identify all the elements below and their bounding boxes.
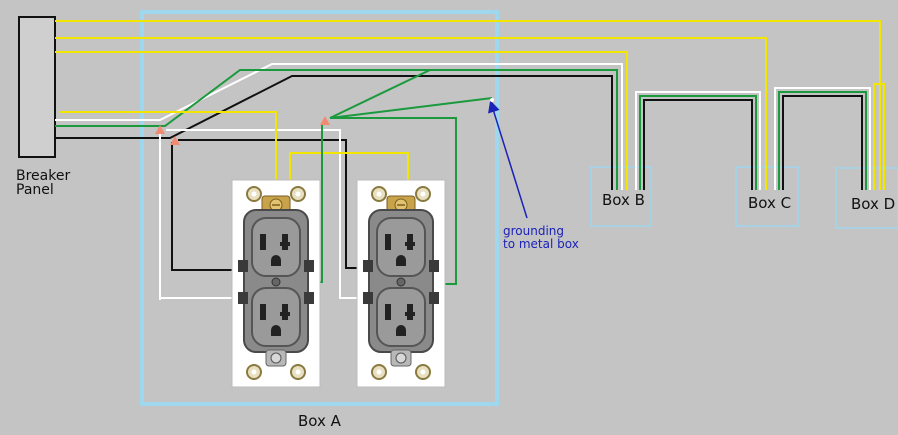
box-d-label: Box D <box>851 195 895 213</box>
breaker-panel-label: Breaker <box>16 168 70 184</box>
box-a-wiring <box>60 69 493 300</box>
junction-marker-icon <box>320 116 330 125</box>
breaker-panel-icon <box>18 16 56 158</box>
breaker-panel-label: Panel <box>16 182 54 198</box>
box-a-outline <box>140 10 499 406</box>
box-c-label: Box C <box>748 194 791 212</box>
duplex-outlet-icon <box>231 179 321 388</box>
grounding-label: grounding <box>503 224 564 238</box>
feeder-wires <box>55 20 881 190</box>
grounding-label: to metal box <box>503 237 579 251</box>
annotation-arrow-icon <box>488 100 528 219</box>
junction-marker-icon <box>155 125 165 134</box>
box-b-label: Box B <box>602 191 645 209</box>
grounding-point <box>490 98 494 102</box>
junction-marker-icon <box>170 136 180 145</box>
duplex-outlet-icon <box>356 179 446 388</box>
jumper-wires <box>635 83 885 190</box>
box-a-label: Box A <box>298 412 342 430</box>
